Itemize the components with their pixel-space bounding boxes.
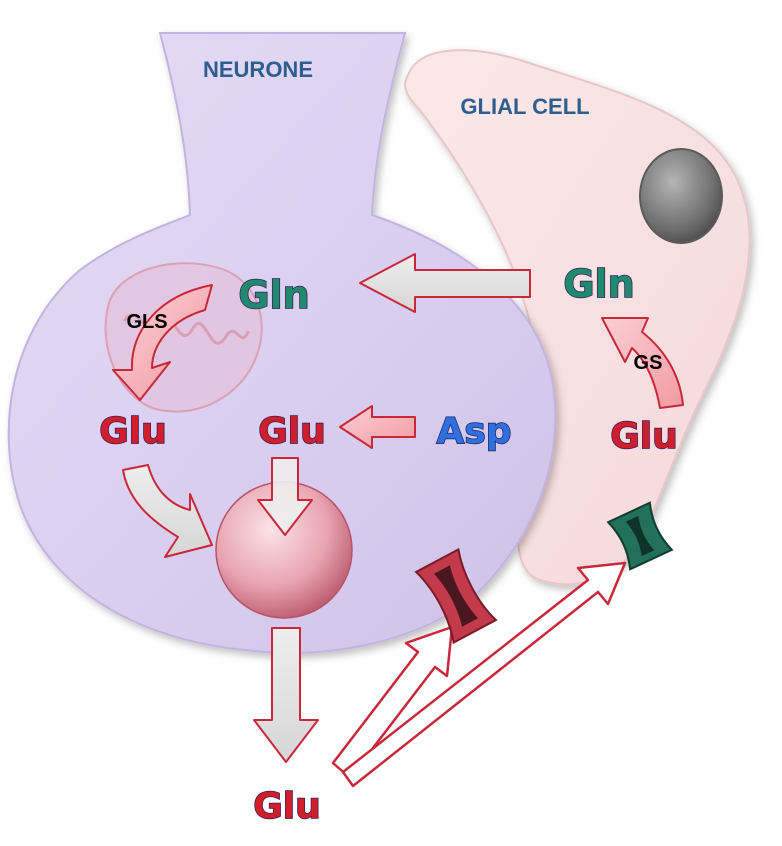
glu-left-to-vesicle-arrow <box>122 464 213 558</box>
glu-to-transporter-arrow <box>341 561 627 788</box>
gln-neurone-label: Gln <box>238 273 309 317</box>
glu-neurone-left-label: Glu <box>99 411 167 452</box>
nucleus-icon <box>639 148 723 244</box>
neurone-label: NEURONE <box>203 57 313 82</box>
glutamate-transporter-icon <box>606 501 674 571</box>
gls-label: GLS <box>126 311 167 333</box>
release-arrow <box>253 627 319 763</box>
glu-glia-label: Glu <box>610 416 678 457</box>
gls-arrow <box>112 284 213 401</box>
asp-label: Asp <box>436 411 511 452</box>
glutamate-receptor-icon <box>414 547 498 645</box>
gs-arrow <box>601 317 684 409</box>
asp-to-glu-arrow <box>339 405 416 449</box>
glu-synapse-label: Glu <box>253 786 321 827</box>
gln-transfer-arrow <box>359 253 531 313</box>
gln-glia-label: Gln <box>563 262 634 306</box>
glial-cell-label: GLIAL CELL <box>460 94 589 119</box>
gs-label: GS <box>634 352 663 374</box>
glu-to-vesicle-arrow <box>257 457 313 536</box>
glu-neurone-center-label: Glu <box>258 411 326 452</box>
